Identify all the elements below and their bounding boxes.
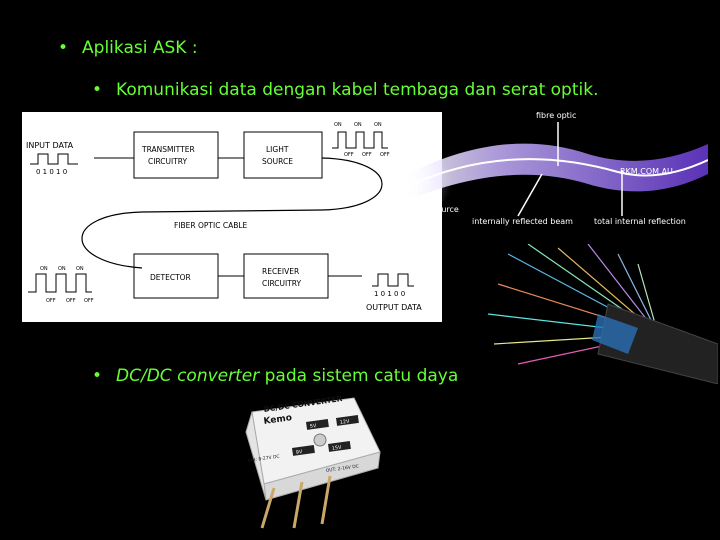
module-front [245, 411, 267, 501]
transmitter-box [133, 131, 219, 179]
off-label: OFF [66, 298, 76, 304]
fiber-cable-path [81, 157, 383, 269]
fiber-beam [408, 143, 708, 200]
on-label: ON [374, 122, 382, 128]
vin-label: VIN: 8-27V DC [247, 454, 280, 464]
on-label: ON [76, 266, 84, 272]
bullet-aplikasi-text: Aplikasi ASK : [82, 38, 198, 58]
volt-tag [292, 444, 315, 456]
input-data-label: INPUT DATA [26, 141, 74, 150]
volt-tag [328, 440, 351, 452]
volt-9v: 9V [295, 449, 303, 456]
light-source-box [243, 131, 323, 179]
volt-15v: 15V [331, 445, 342, 452]
diagram-background [22, 112, 442, 322]
light-source-label: light source [412, 205, 459, 214]
total-reflection-label: total internal reflection [594, 217, 686, 226]
bullet-komunikasi-text: Komunikasi data dengan kabel tembaga dan… [116, 80, 599, 100]
internal-beam-pointer [517, 173, 543, 217]
output-waveform [372, 273, 414, 287]
off-label: OFF [84, 298, 94, 304]
top-waveform [332, 131, 388, 149]
bullet-komunikasi: • Komunikasi data dengan kabel tembaga da… [92, 80, 598, 100]
off-label: OFF [362, 152, 372, 158]
volt-tag [306, 418, 329, 430]
vout-label: OUT: 2-16V DC [325, 463, 359, 474]
transmitter-line2: CIRCUITRY [148, 157, 188, 166]
volt-12v: 12V [339, 419, 350, 426]
bullet-dcdc-text: pada sistem catu daya [259, 366, 459, 386]
internal-beam-label: internally reflected beam [472, 217, 573, 226]
light-source-line2: SOURCE [262, 157, 293, 166]
off-label: OFF [46, 298, 56, 304]
receiver-line1: RECEIVER [262, 267, 299, 276]
cable-label: FIBER OPTIC CABLE [174, 221, 248, 230]
output-data-label: OUTPUT DATA [366, 303, 422, 312]
on-label: ON [58, 266, 66, 272]
fibre-optic-photo: fibre optic RKM.COM.AU light source inte… [408, 111, 708, 226]
receiver-line2: CIRCUITRY [262, 279, 302, 288]
bullet-glyph: • [92, 80, 103, 100]
bullet-glyph: • [92, 366, 103, 386]
detector-label: DETECTOR [150, 273, 191, 282]
on-label: ON [334, 122, 342, 128]
off-label: OFF [344, 152, 354, 158]
input-waveform [30, 153, 78, 165]
bullet-dcdc: • DC/DC converter pada sistem catu daya [92, 366, 458, 386]
bullet-dcdc-italic: DC/DC converter [116, 366, 260, 386]
fiber-bundle-photo [488, 244, 718, 384]
transmitter-line1: TRANSMITTER [141, 145, 195, 154]
off-label: OFF [380, 152, 390, 158]
module-brand: Kemo [263, 413, 293, 427]
on-label: ON [40, 266, 48, 272]
fibre-optic-label: fibre optic [536, 111, 576, 120]
dcdc-converter-photo: DC/DC CONVERTER Kemo 5V 12V 9V 15V VIN: … [245, 394, 381, 529]
wire-lead [292, 481, 304, 529]
input-bits: 0 1 0 1 0 [36, 168, 67, 176]
bullet-glyph: • [58, 38, 69, 58]
bottom-waveform [28, 273, 92, 293]
on-label: ON [354, 122, 362, 128]
light-glow [408, 142, 488, 222]
watermark-label: RKM.COM.AU [620, 167, 673, 176]
wire-lead [320, 475, 332, 525]
volt-5v: 5V [309, 423, 317, 430]
light-source-line1: LIGHT [266, 145, 289, 154]
output-bits: 1 0 1 0 0 [374, 290, 405, 298]
trimmer-knob [313, 433, 327, 447]
bullet-aplikasi: • Aplikasi ASK : [58, 38, 198, 58]
volt-tag [336, 414, 359, 426]
wire-lead [260, 487, 276, 529]
fiber-optic-diagram: INPUT DATA 0 1 0 1 0 TRANSMITTER CIRCUIT… [22, 112, 442, 322]
cable-core [592, 314, 638, 354]
